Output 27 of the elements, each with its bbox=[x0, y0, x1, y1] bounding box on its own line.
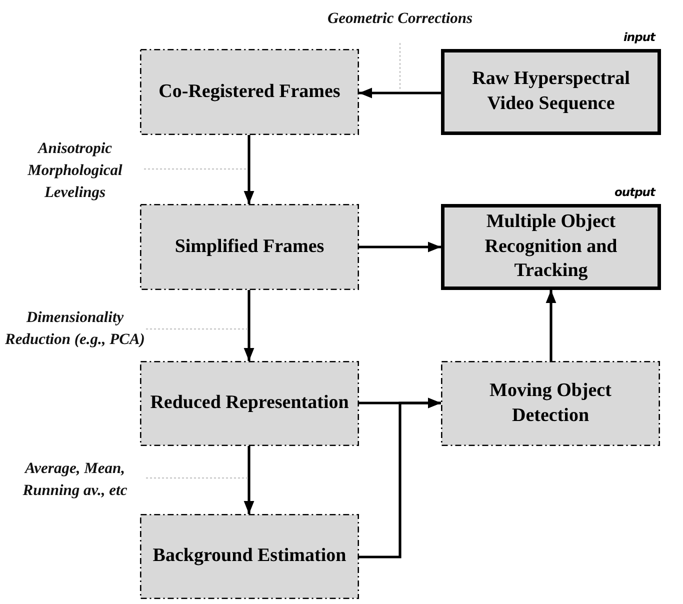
arrow bbox=[546, 290, 556, 361]
arrow bbox=[359, 242, 441, 252]
box-label: Moving Object Detection bbox=[488, 378, 612, 428]
arrow bbox=[244, 290, 254, 361]
box-label: Simplified Frames bbox=[174, 234, 326, 259]
arrow bbox=[244, 135, 254, 204]
process-box bbox=[140, 361, 359, 446]
process-box bbox=[140, 204, 359, 290]
io-tag: input bbox=[623, 30, 655, 44]
box-label: Reduced Representation bbox=[149, 391, 350, 416]
io-tag: output bbox=[614, 185, 655, 199]
process-box bbox=[441, 361, 660, 446]
arrow bbox=[359, 88, 441, 98]
box-label: Co-Registered Frames bbox=[158, 80, 342, 104]
leader-line bbox=[146, 328, 248, 330]
box-label: Background Estimation bbox=[152, 544, 348, 568]
annotation-text: Average, Mean, Running av., etc bbox=[22, 459, 128, 501]
process-box bbox=[140, 49, 359, 135]
arrow bbox=[244, 446, 254, 514]
process-box bbox=[140, 514, 359, 599]
box-label: Raw Hyperspectral Video Sequence bbox=[471, 67, 631, 116]
annotation-text: Dimensionality Reduction (e.g., PCA) bbox=[4, 308, 146, 350]
annotation-text: Geometric Corrections bbox=[327, 9, 473, 30]
annotation-text: Anisotropic Morphological Levelings bbox=[26, 139, 124, 203]
leader-line bbox=[144, 168, 248, 170]
box-label: Multiple Object Recognition and Tracking bbox=[484, 210, 618, 284]
arrow bbox=[359, 398, 441, 558]
